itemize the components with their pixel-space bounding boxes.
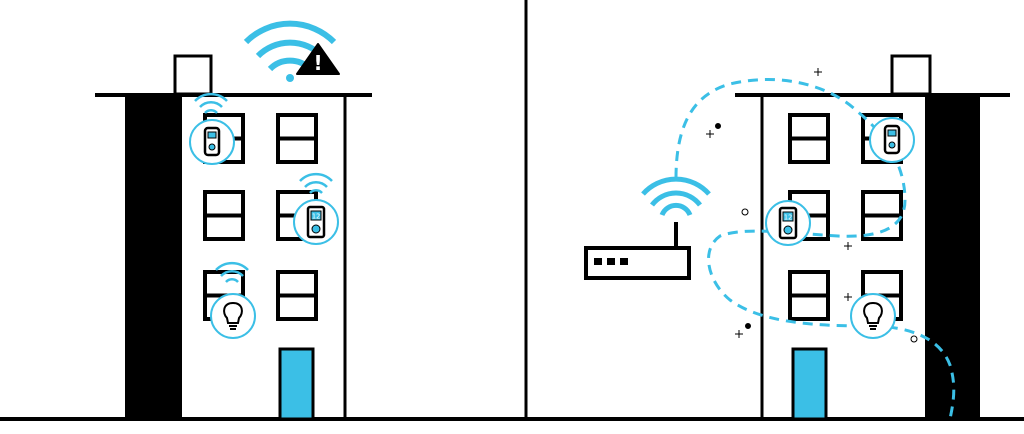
thermostat-device <box>869 117 915 163</box>
light-bulb-icon <box>223 301 243 330</box>
building-shadow-wall <box>925 95 980 419</box>
door <box>791 347 828 421</box>
window <box>861 190 903 241</box>
smart-meter-icon: 12 <box>778 206 798 240</box>
chimney <box>890 54 932 96</box>
window <box>788 270 830 321</box>
right-panel: 12 <box>584 54 1010 421</box>
chimney <box>173 54 213 96</box>
router-device <box>584 176 711 280</box>
left-panel: ! <box>95 20 372 421</box>
light-bulb-device <box>210 261 256 339</box>
smart-meter-device: 12 <box>765 200 811 246</box>
warning-triangle-icon: ! <box>296 43 340 75</box>
building-shadow-wall <box>125 95 182 419</box>
window <box>788 113 830 164</box>
thermostat-icon <box>883 124 901 155</box>
dashed-mesh-path <box>674 78 956 420</box>
wifi-signal-icon <box>194 92 228 114</box>
smart-meter-icon: 12 <box>306 205 326 239</box>
wifi-signal-icon <box>215 261 249 283</box>
thermostat-icon <box>203 126 221 157</box>
meter-readout: 12 <box>784 214 792 222</box>
wifi-signal-icon <box>641 176 711 217</box>
wifi-signal-icon <box>299 172 333 194</box>
window <box>276 270 318 321</box>
window <box>203 190 245 241</box>
thermostat-device <box>189 92 235 165</box>
svg-text:!: ! <box>313 51 322 75</box>
router-icon <box>584 222 691 280</box>
light-bulb-icon <box>863 301 883 330</box>
sparkle-decorations <box>706 68 918 343</box>
meter-readout: 12 <box>312 213 320 221</box>
door <box>278 347 315 421</box>
smart-meter-device: 12 <box>293 172 339 245</box>
light-bulb-device <box>850 293 896 339</box>
window <box>276 113 318 164</box>
